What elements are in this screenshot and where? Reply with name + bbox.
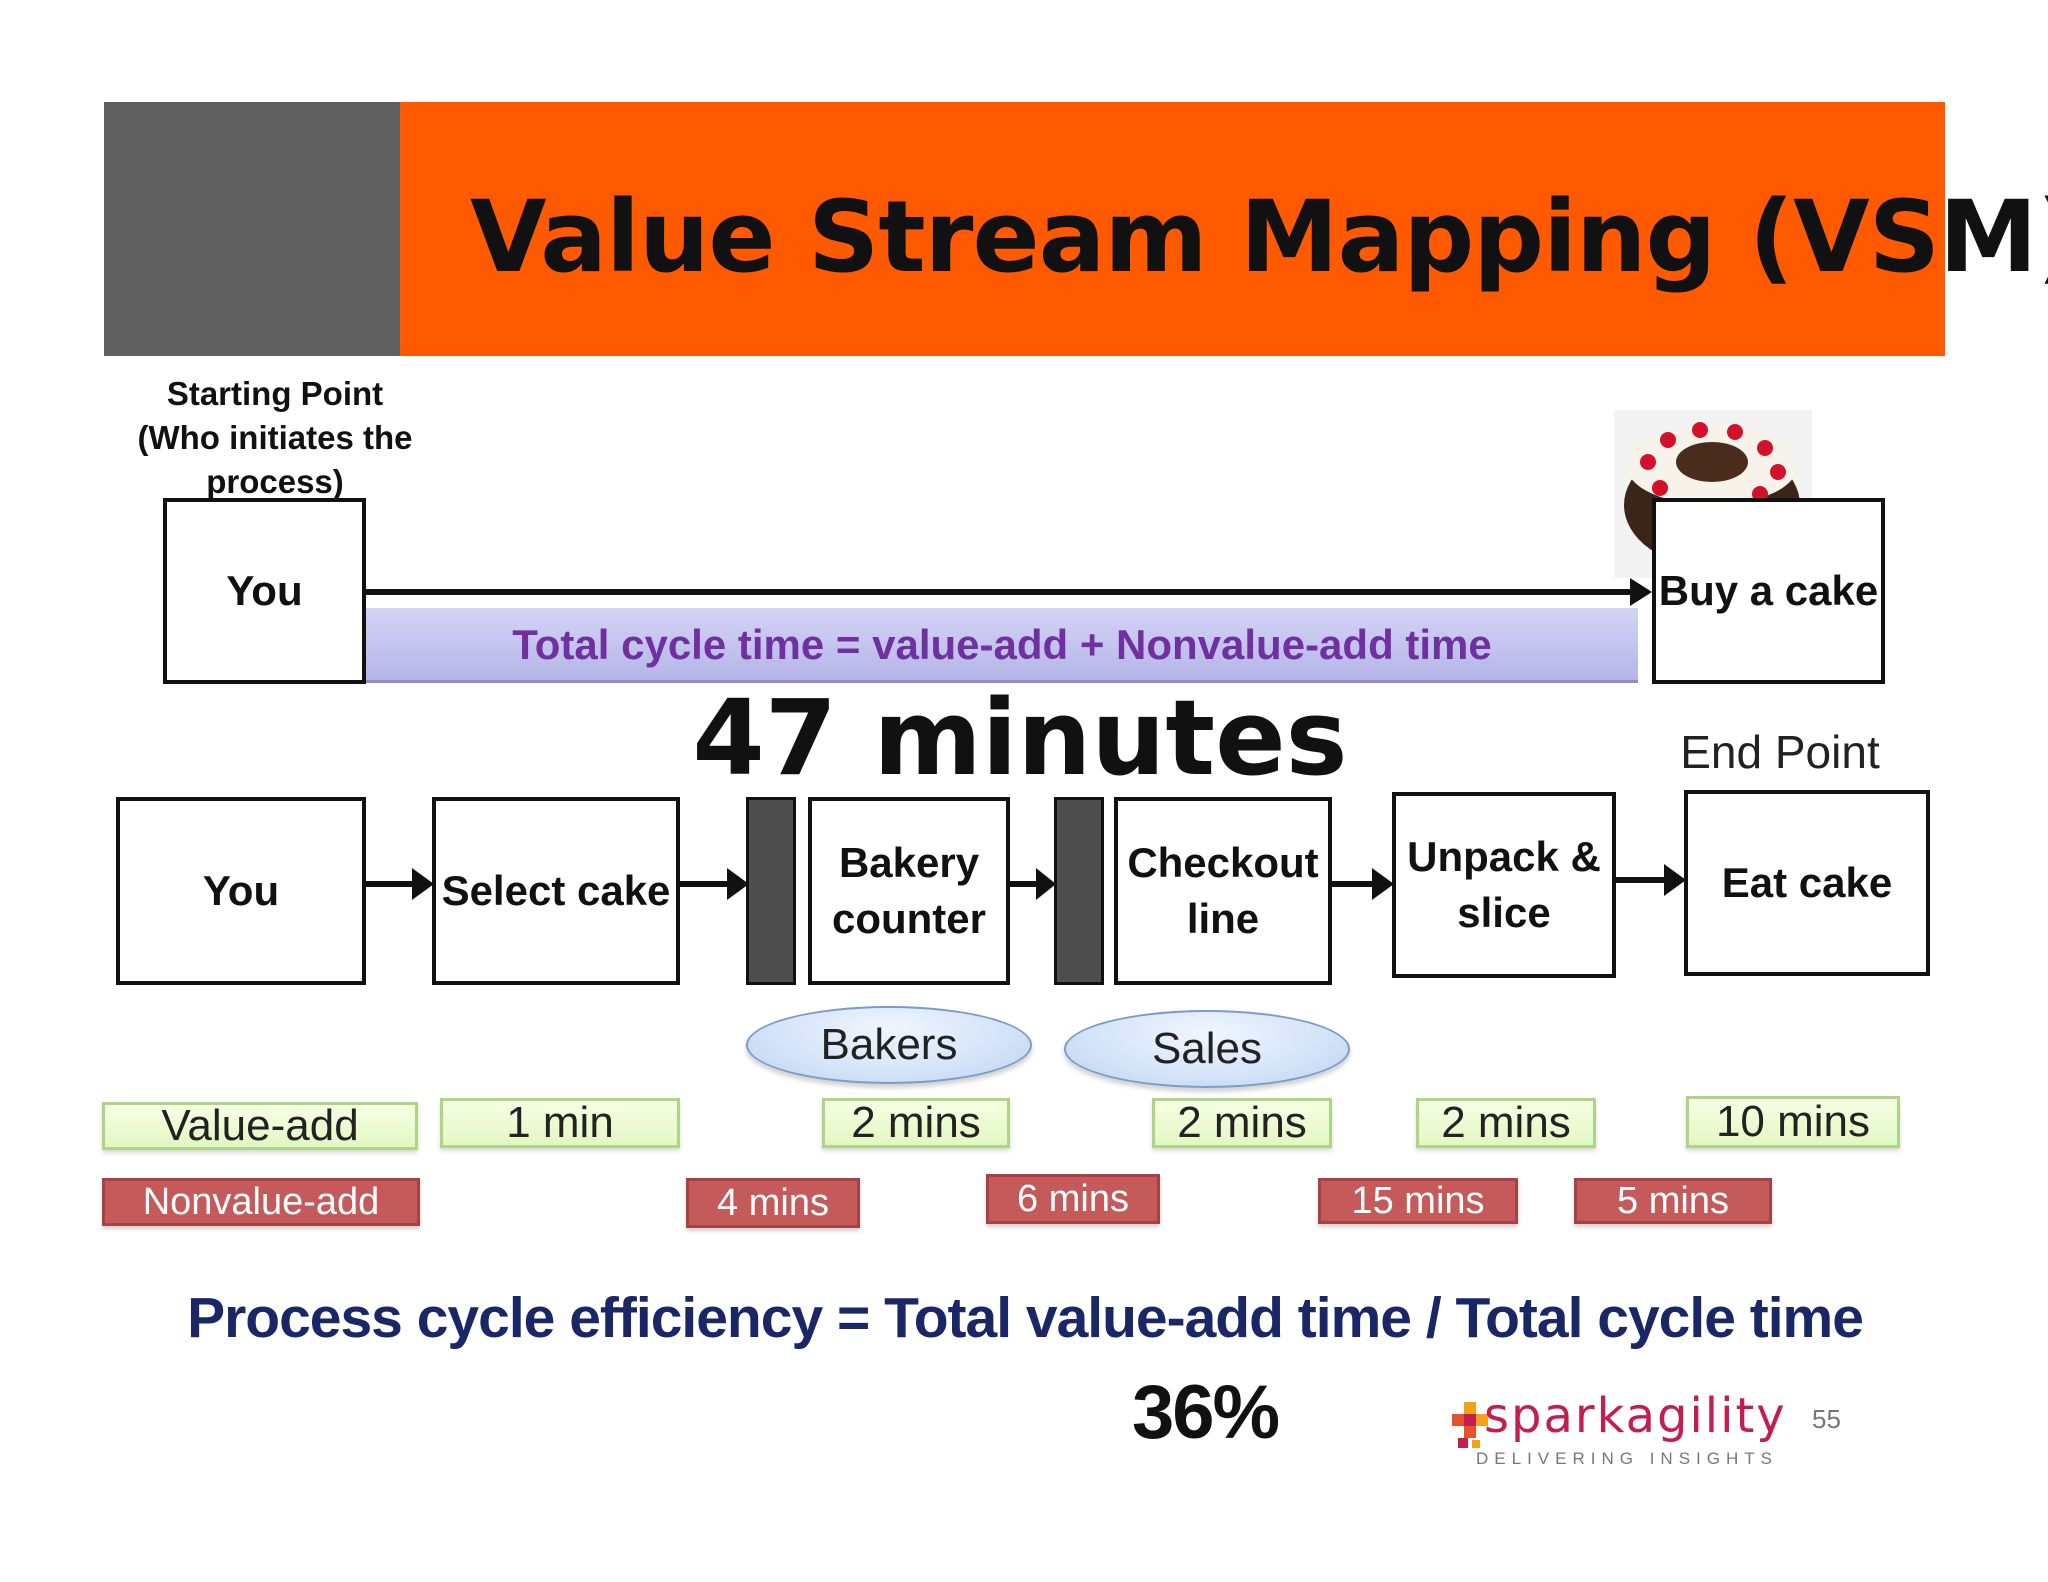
nonvalue-add-wait-1: 4 mins [686, 1178, 860, 1228]
value-add-eat: 10 mins [1686, 1096, 1900, 1148]
role-bakers: Bakers [746, 1006, 1032, 1084]
title-bar [400, 102, 1945, 356]
process-cycle-efficiency-value: 36% [1131, 1370, 1280, 1455]
overview-arrow-head [1630, 578, 1652, 606]
step-select-cake: Select cake [432, 797, 680, 985]
cycle-time-band [366, 608, 1638, 683]
start-box: You [163, 498, 366, 684]
logo-tagline: DELIVERING INSIGHTS [1476, 1449, 1778, 1468]
step-you: You [116, 797, 366, 985]
start-point-label: Starting Point (Who initiates the proces… [137, 375, 413, 500]
process-cycle-efficiency-formula: Process cycle efficiency = Total value-a… [187, 1286, 1864, 1350]
page-number: 55 [1812, 1404, 1841, 1434]
nonvalue-add-wait-4: 5 mins [1574, 1178, 1772, 1224]
logo-wordmark: sparkagility [1484, 1388, 1787, 1444]
end-box: Buy a cake [1652, 498, 1885, 684]
step-bakery-counter: Bakery counter [808, 797, 1010, 985]
total-cycle-time: 47 minutes [692, 677, 1348, 799]
nonvalue-add-legend: Nonvalue-add [102, 1178, 420, 1226]
step-checkout-line: Checkout line [1114, 797, 1332, 985]
cycle-time-formula: Total cycle time = value-add + Nonvalue-… [512, 621, 1492, 668]
inventory-bar-2 [1054, 797, 1104, 985]
value-add-legend: Value-add [102, 1101, 418, 1150]
value-add-checkout: 2 mins [1152, 1098, 1332, 1148]
nonvalue-add-wait-2: 6 mins [986, 1174, 1160, 1224]
value-add-select: 1 min [440, 1098, 680, 1148]
step-eat-cake: Eat cake [1684, 790, 1930, 976]
value-add-bakery: 2 mins [822, 1098, 1010, 1148]
inventory-bar-1 [746, 797, 796, 985]
title-side-block [104, 102, 400, 356]
role-sales: Sales [1064, 1010, 1350, 1088]
value-add-unpack: 2 mins [1416, 1098, 1596, 1148]
slide-title: Value Stream Mapping (VSM) [470, 180, 2048, 295]
step-unpack-slice: Unpack & slice [1392, 792, 1616, 978]
end-point-label: End Point [1680, 726, 1880, 778]
nonvalue-add-wait-3: 15 mins [1318, 1178, 1518, 1224]
